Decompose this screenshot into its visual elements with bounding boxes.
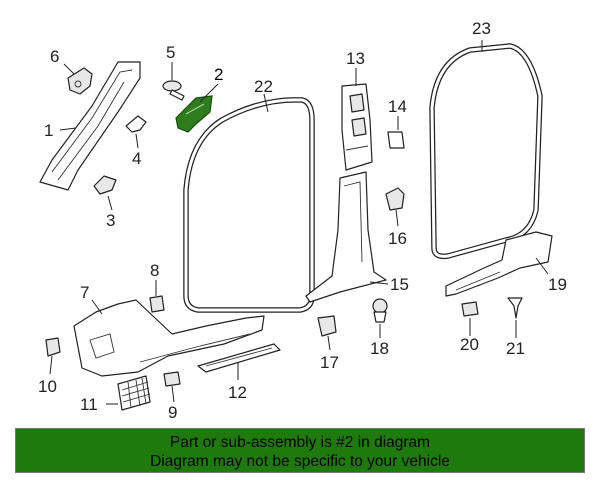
callout-4: 4 xyxy=(132,149,141,168)
part-4-clip[interactable] xyxy=(125,115,147,133)
callout-6: 6 xyxy=(50,47,59,66)
part-16-clip[interactable] xyxy=(385,187,405,211)
callout-3: 3 xyxy=(106,211,115,230)
part-3-clip[interactable] xyxy=(93,175,117,195)
part-19-rear-sill-trim[interactable] xyxy=(445,231,553,297)
callout-18: 18 xyxy=(370,339,389,358)
callout-11: 11 xyxy=(80,395,98,414)
banner-line-2: Diagram may not be specific to your vehi… xyxy=(150,453,450,470)
part-21-clip[interactable] xyxy=(507,297,523,319)
part-9-clip[interactable] xyxy=(163,371,181,387)
callout-7: 7 xyxy=(80,283,89,302)
part-11-grille[interactable] xyxy=(117,375,151,411)
parts-diagram: 1 2 3 4 5 6 7 8 9 10 11 12 13 14 15 16 1… xyxy=(38,19,567,422)
callout-8: 8 xyxy=(150,261,159,280)
part-7-kick-panel[interactable] xyxy=(73,299,265,377)
part-22-front-door-seal[interactable] xyxy=(183,97,315,313)
leader-lines xyxy=(49,40,549,405)
part-1-a-pillar-trim[interactable] xyxy=(39,61,141,191)
part-10-clip[interactable] xyxy=(45,337,61,357)
callout-numbers: 1 2 3 4 5 6 7 8 9 10 11 12 13 14 15 16 1… xyxy=(38,19,567,422)
callout-9: 9 xyxy=(168,403,177,422)
callout-15: 15 xyxy=(390,275,409,294)
callout-19: 19 xyxy=(548,275,567,294)
callout-20: 20 xyxy=(460,335,479,354)
info-banner: Part or sub-assembly is #2 in diagram Di… xyxy=(15,428,585,473)
part-23-rear-door-seal[interactable] xyxy=(429,43,543,260)
part-18-fastener[interactable] xyxy=(372,298,388,323)
callout-16: 16 xyxy=(388,229,407,248)
callout-2: 2 xyxy=(214,65,223,84)
callout-21: 21 xyxy=(506,339,525,358)
part-5-bolt[interactable] xyxy=(162,80,185,101)
part-15-b-pillar-lower-trim[interactable] xyxy=(305,171,387,303)
part-14-clip[interactable] xyxy=(387,131,405,149)
callout-14: 14 xyxy=(388,97,407,116)
callout-12: 12 xyxy=(228,383,247,402)
callout-1: 1 xyxy=(44,121,53,140)
part-8-clip[interactable] xyxy=(149,295,165,313)
callout-13: 13 xyxy=(346,49,365,68)
callout-10: 10 xyxy=(38,377,57,396)
part-12-sill-plate[interactable] xyxy=(197,343,281,373)
callout-17: 17 xyxy=(320,353,339,372)
part-2-bracket-highlighted[interactable] xyxy=(175,95,213,133)
part-17-clip[interactable] xyxy=(317,315,337,337)
callout-22: 22 xyxy=(254,77,273,96)
part-20-clip[interactable] xyxy=(461,301,479,317)
callout-5: 5 xyxy=(166,43,175,62)
callout-23: 23 xyxy=(472,19,491,38)
banner-line-1: Part or sub-assembly is #2 in diagram xyxy=(169,434,431,451)
part-6-clip[interactable] xyxy=(67,67,93,95)
part-13-b-pillar-upper-trim[interactable] xyxy=(341,83,373,171)
